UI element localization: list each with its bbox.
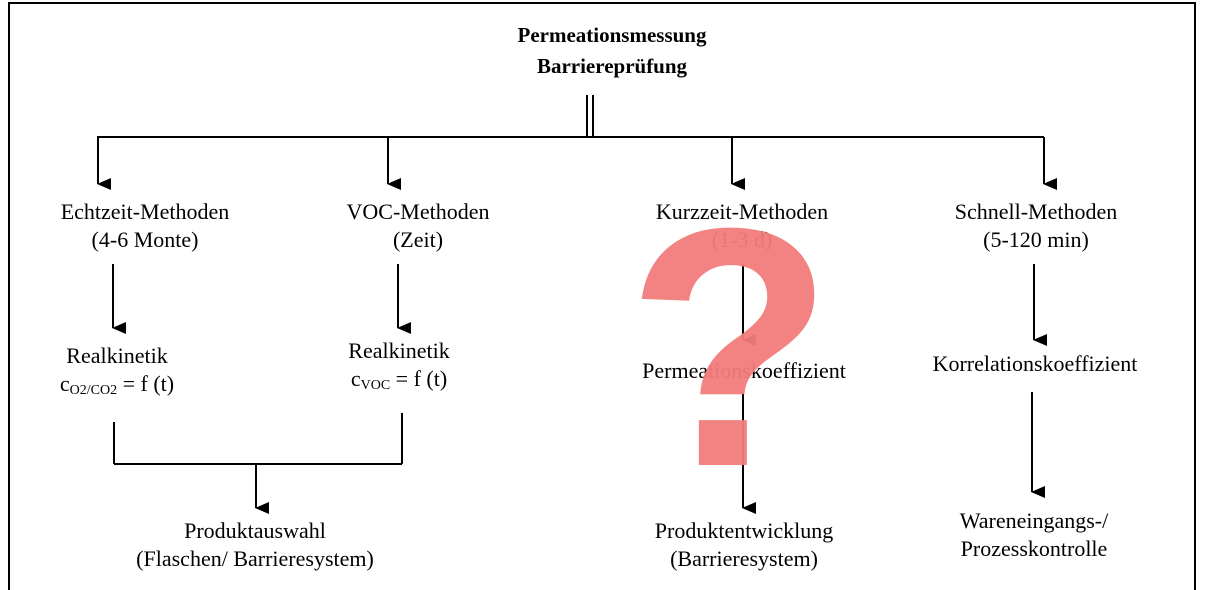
- node-korrelationskoeffizient: Korrelationskoeffizient: [933, 350, 1138, 378]
- node-kurzzeit-methoden: Kurzzeit-Methoden (1-3 d): [656, 198, 828, 254]
- schnell-name: Schnell-Methoden: [954, 199, 1118, 224]
- node-voc-methoden: VOC-Methoden (Zeit): [347, 198, 490, 254]
- schnell-duration: (5-120 min): [983, 227, 1089, 252]
- root-subtitle: Barriereprüfung: [536, 54, 688, 78]
- formula-c: c: [350, 366, 361, 391]
- node-schnell-methoden: Schnell-Methoden (5-120 min): [955, 198, 1118, 254]
- voc-name: VOC-Methoden: [346, 199, 490, 224]
- wareneingang-detail: Prozesskontrolle: [960, 536, 1108, 561]
- echtzeit-name: Echtzeit-Methoden: [60, 199, 230, 224]
- formula-c: c: [59, 371, 70, 396]
- formula-subscript: O2/CO2: [69, 383, 118, 398]
- realkinetik-voc-formula: cVOC = f (t): [348, 365, 449, 393]
- formula-rest: = f (t): [117, 371, 175, 396]
- node-wareneingang: Wareneingangs-/ Prozesskontrolle: [960, 507, 1109, 563]
- produktentwicklung-title: Produktentwicklung: [654, 518, 834, 543]
- node-echtzeit-methoden: Echtzeit-Methoden (4-6 Monte): [61, 198, 230, 254]
- voc-duration: (Zeit): [392, 227, 444, 252]
- realkinetik-o2-formula: cO2/CO2 = f (t): [60, 370, 174, 398]
- node-realkinetik-o2: Realkinetik cO2/CO2 = f (t): [60, 342, 174, 398]
- produktauswahl-detail: (Flaschen/ Barrieresystem): [136, 546, 374, 571]
- diagram-frame: [8, 2, 1196, 590]
- kurzzeit-duration: (1-3 d): [711, 227, 773, 252]
- produktentwicklung-detail: (Barrieresystem): [670, 546, 818, 571]
- root-title: Permeationsmessung: [517, 23, 707, 47]
- node-produktauswahl: Produktauswahl (Flaschen/ Barrieresystem…: [136, 517, 374, 573]
- root-node: Permeationsmessung Barriereprüfung: [518, 20, 707, 82]
- echtzeit-duration: (4-6 Monte): [91, 227, 199, 252]
- formula-rest: = f (t): [390, 366, 448, 391]
- node-realkinetik-voc: Realkinetik cVOC = f (t): [348, 337, 449, 393]
- produktauswahl-title: Produktauswahl: [184, 518, 326, 543]
- node-produktentwicklung: Produktentwicklung (Barrieresystem): [655, 517, 833, 573]
- node-permeationskoeffizient: Permeationskoeffizient: [642, 357, 846, 385]
- wareneingang-title: Wareneingangs-/: [959, 508, 1109, 533]
- formula-subscript: VOC: [360, 378, 391, 393]
- korrelationskoeffizient-label: Korrelationskoeffizient: [932, 351, 1138, 376]
- kurzzeit-name: Kurzzeit-Methoden: [655, 199, 829, 224]
- realkinetik-o2-title: Realkinetik: [66, 343, 168, 368]
- realkinetik-voc-title: Realkinetik: [348, 338, 450, 363]
- permeationskoeffizient-label: Permeationskoeffizient: [642, 358, 846, 383]
